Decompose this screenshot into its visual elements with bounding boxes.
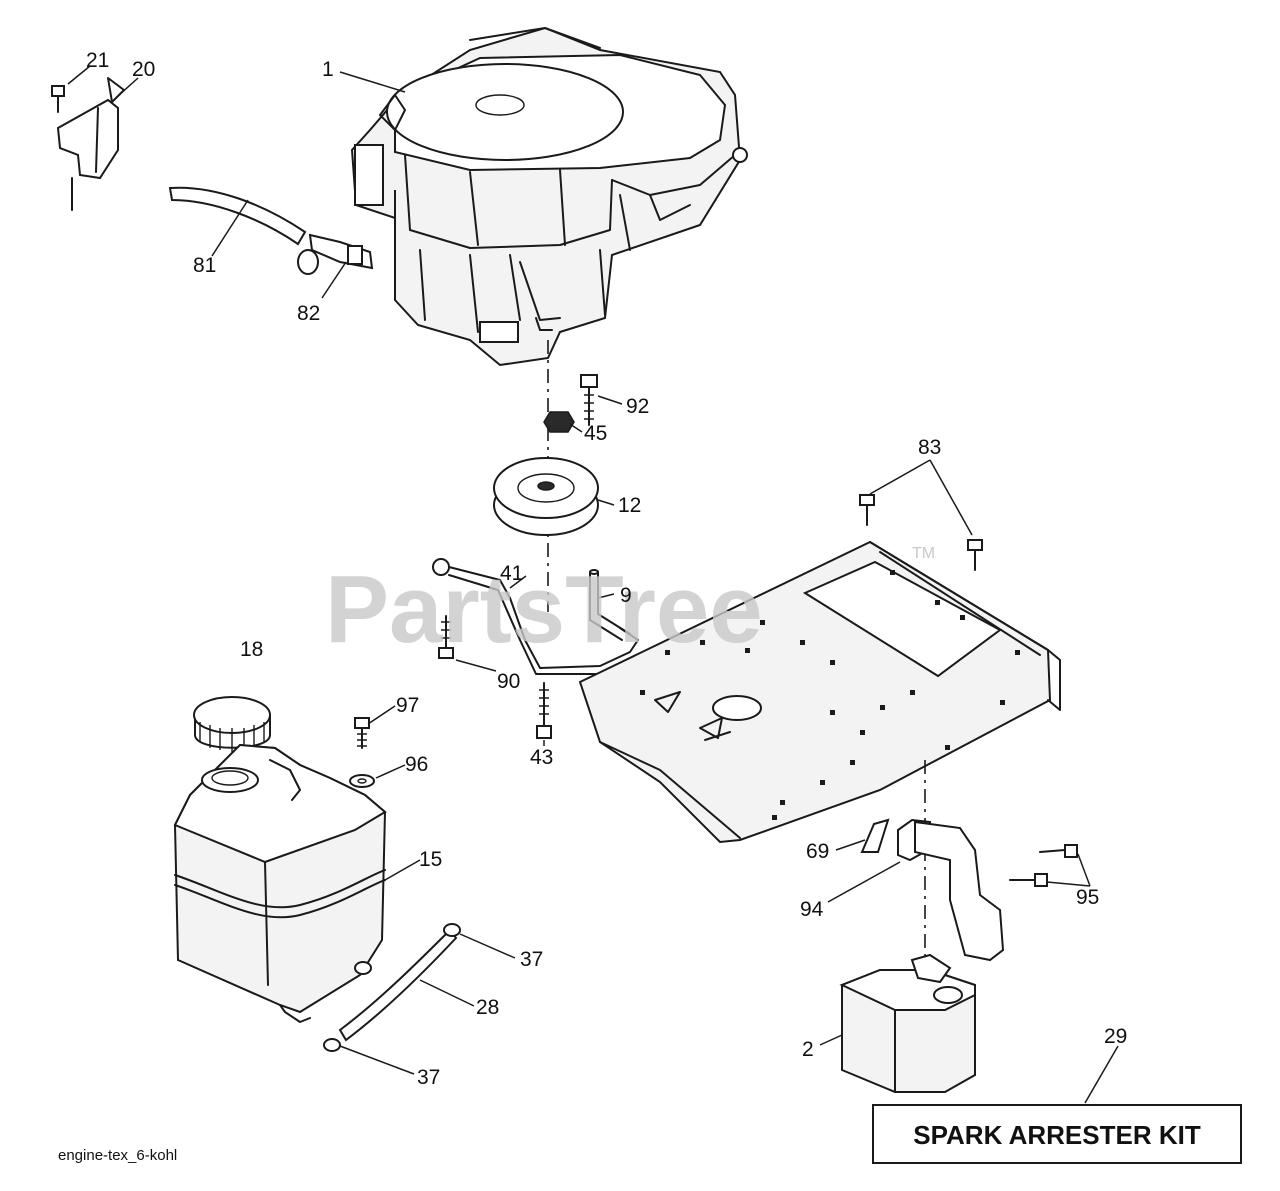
callout-18: 18 (240, 638, 263, 661)
bolt-part-43 (536, 682, 552, 739)
watermark: PartsTree TM (325, 545, 935, 663)
hose-clamp-37-upper (443, 923, 461, 937)
callout-94: 94 (800, 898, 824, 921)
fuel-fitting-82 (297, 233, 374, 275)
chassis-plate-part (578, 540, 1061, 844)
fuel-tank-part-15 (173, 743, 387, 1023)
chassis-holes (640, 570, 1020, 820)
spark-arrester-kit-label: SPARK ARRESTER KIT (913, 1120, 1201, 1150)
callout-2: 2 (802, 1038, 814, 1061)
callout-81: 81 (193, 254, 216, 277)
callout-41: 41 (500, 562, 523, 585)
leader-lines (67, 65, 1119, 1104)
callout-43: 43 (530, 746, 553, 769)
screw-part-95 (1009, 844, 1078, 887)
callout-95: 95 (1076, 886, 1099, 909)
muffler-part-2 (839, 953, 976, 1093)
callout-21: 21 (86, 49, 109, 72)
callout-1: 1 (322, 58, 334, 81)
watermark-tm: TM (912, 545, 935, 562)
callout-82: 82 (297, 302, 320, 325)
diagram-code-label: engine-tex_6-kohl (58, 1147, 177, 1164)
callout-20: 20 (132, 58, 155, 81)
callout-45: 45 (584, 422, 607, 445)
callout-83: 83 (918, 436, 941, 459)
bolt-part-92 (580, 374, 598, 426)
callout-37-lower: 37 (417, 1066, 440, 1089)
callout-37-upper: 37 (520, 948, 543, 971)
hose-clamp-37-lower (323, 1038, 341, 1052)
bolt-part-90 (438, 615, 454, 659)
watermark-text: PartsTree (325, 556, 763, 663)
throttle-bracket-part (56, 77, 125, 211)
washer-part-96 (349, 774, 375, 788)
fuel-cap-part-18 (193, 696, 271, 752)
nut-part-45 (543, 411, 575, 433)
pulley-part-12 (493, 457, 599, 536)
callout-9: 9 (620, 584, 632, 607)
callout-97: 97 (396, 694, 419, 717)
fuel-hose-81 (168, 186, 307, 246)
callout-12: 12 (618, 494, 641, 517)
callout-69: 69 (806, 840, 829, 863)
engine-part (350, 26, 748, 367)
gasket-part-69 (860, 818, 890, 853)
callout-labels: 1 20 21 81 82 92 45 12 83 41 9 90 43 18 … (86, 49, 1127, 1089)
screw-part-21 (51, 85, 65, 113)
callout-92: 92 (626, 395, 649, 418)
fuel-line-part-28 (338, 928, 458, 1042)
callout-29: 29 (1104, 1025, 1127, 1048)
callout-96: 96 (405, 753, 428, 776)
bolt-part-83 (859, 494, 983, 571)
callout-90: 90 (497, 670, 520, 693)
callout-28: 28 (476, 996, 499, 1019)
spark-arrester-kit-box: SPARK ARRESTER KIT (872, 1104, 1242, 1164)
callout-15: 15 (419, 848, 442, 871)
pin-part-9 (589, 569, 631, 641)
screw-part-97 (354, 717, 370, 749)
exhaust-pipe-part (914, 820, 1005, 962)
